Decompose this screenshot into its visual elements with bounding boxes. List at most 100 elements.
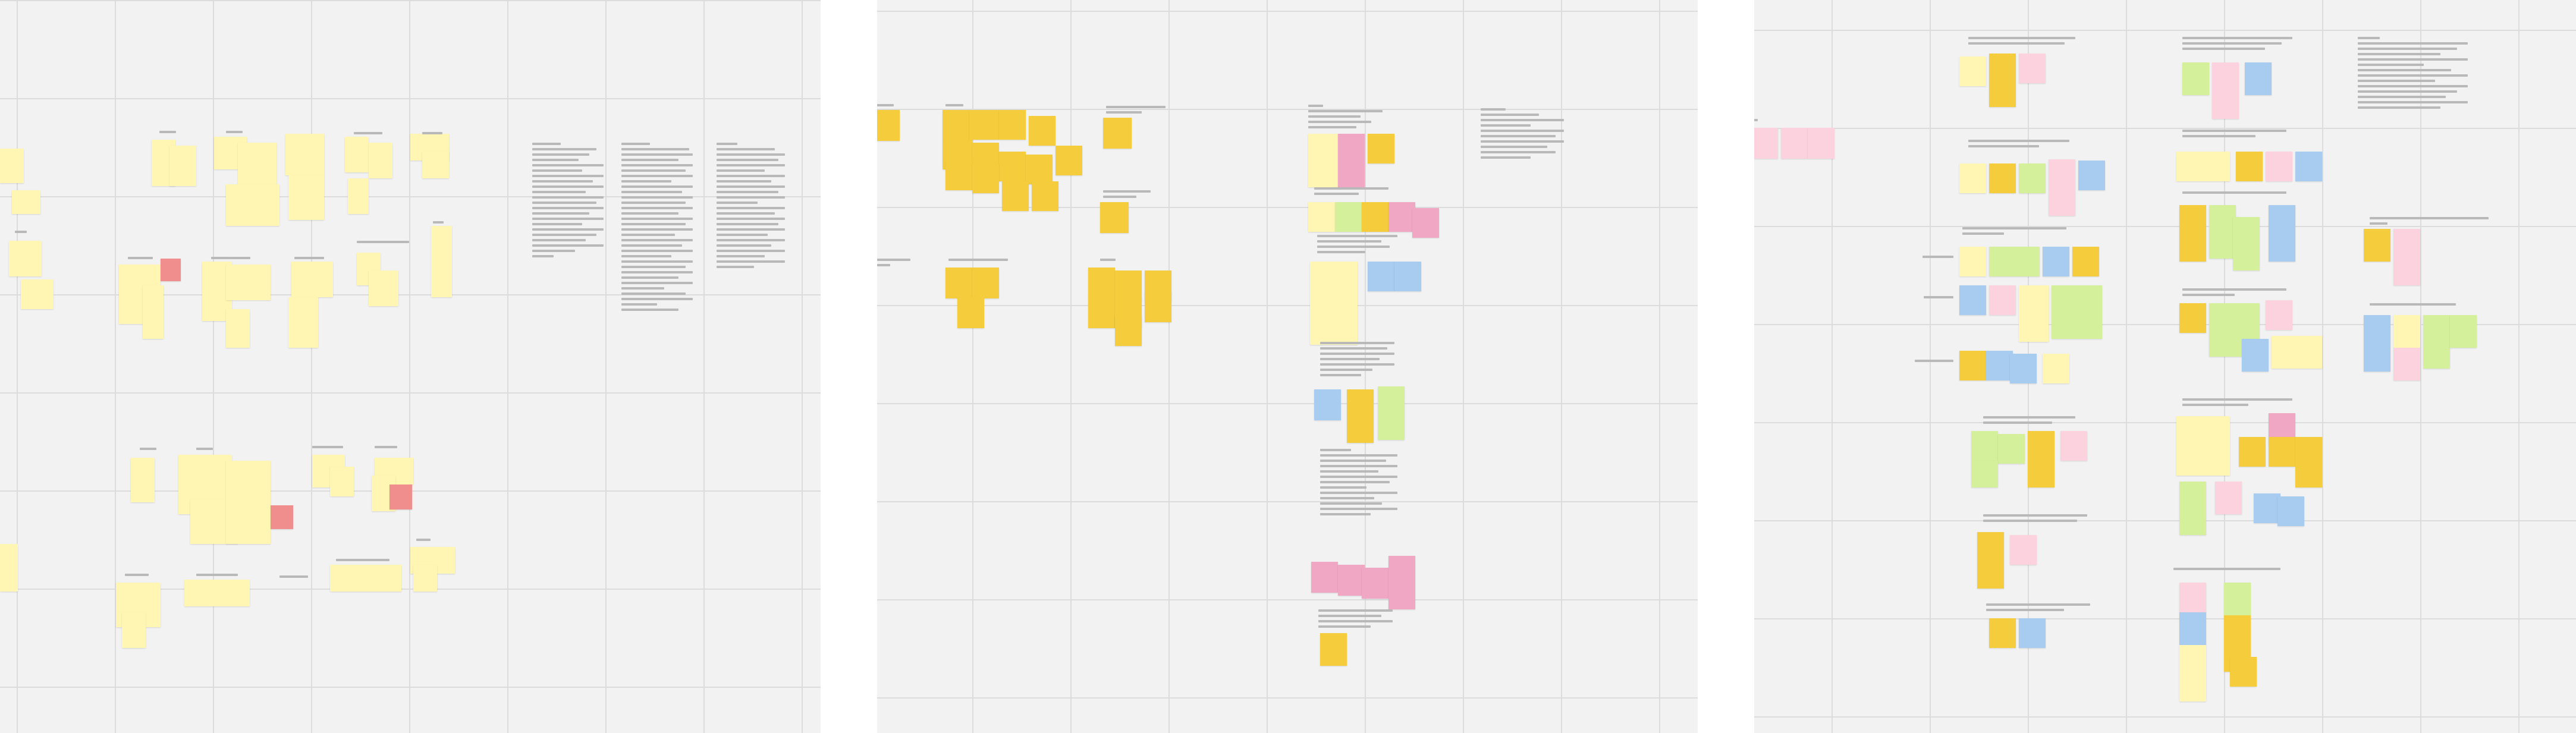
sticky-note[interactable] (1002, 181, 1029, 211)
sticky-note[interactable] (2212, 62, 2239, 119)
sticky-note[interactable] (2209, 205, 2236, 259)
sticky-note[interactable] (2179, 612, 2206, 645)
sticky-note[interactable] (1103, 118, 1132, 149)
sticky-note[interactable] (1314, 389, 1341, 420)
sticky-note[interactable] (1989, 618, 2016, 648)
sticky-note[interactable] (2277, 496, 2304, 526)
sticky-note[interactable] (1808, 128, 1834, 159)
sticky-note[interactable] (1977, 532, 2004, 589)
sticky-note[interactable] (999, 152, 1026, 181)
sticky-note[interactable] (1998, 434, 2025, 464)
sticky-note[interactable] (945, 161, 972, 190)
sticky-note[interactable] (1989, 247, 2040, 276)
sticky-note[interactable] (2236, 152, 2263, 181)
sticky-note[interactable] (1088, 297, 1115, 328)
sticky-note[interactable] (369, 270, 398, 306)
sticky-note[interactable] (969, 110, 999, 140)
sticky-note[interactable] (226, 309, 250, 348)
sticky-note[interactable] (1100, 202, 1129, 233)
sticky-note[interactable] (122, 612, 146, 648)
sticky-note[interactable] (1989, 54, 2016, 107)
sticky-note[interactable] (143, 285, 164, 339)
sticky-note[interactable] (2295, 152, 2322, 181)
sticky-note[interactable] (2179, 205, 2206, 262)
sticky-note[interactable] (1310, 262, 1358, 345)
sticky-note[interactable] (2179, 482, 2206, 535)
sticky-note[interactable] (1971, 461, 1998, 487)
sticky-note[interactable] (1959, 163, 1986, 193)
sticky-note[interactable] (161, 259, 181, 281)
sticky-note[interactable] (330, 565, 401, 592)
sticky-note[interactable] (999, 110, 1026, 140)
sticky-note[interactable] (1959, 285, 1986, 315)
sticky-note[interactable] (2224, 583, 2251, 615)
sticky-note[interactable] (2010, 535, 2037, 565)
sticky-note[interactable] (1412, 208, 1439, 238)
sticky-note[interactable] (1032, 181, 1058, 211)
sticky-note[interactable] (2019, 618, 2046, 648)
sticky-note[interactable] (1754, 128, 1778, 159)
sticky-note[interactable] (0, 544, 18, 592)
sticky-note[interactable] (2078, 161, 2105, 190)
sticky-note[interactable] (957, 297, 984, 328)
sticky-note[interactable] (2028, 431, 2054, 487)
sticky-note[interactable] (2176, 416, 2230, 476)
sticky-note[interactable] (2242, 339, 2269, 372)
sticky-note[interactable] (1029, 116, 1055, 146)
sticky-note[interactable] (877, 110, 900, 141)
sticky-note[interactable] (2269, 205, 2295, 262)
sticky-note[interactable] (2010, 354, 2037, 383)
sticky-note[interactable] (1338, 565, 1365, 596)
sticky-note[interactable] (2393, 315, 2420, 348)
sticky-note[interactable] (1362, 568, 1388, 599)
sticky-note[interactable] (2364, 229, 2390, 262)
sticky-note[interactable] (21, 279, 54, 309)
sticky-note[interactable] (345, 137, 369, 172)
sticky-note[interactable] (2393, 229, 2420, 285)
sticky-note[interactable] (2176, 152, 2230, 181)
sticky-note[interactable] (1088, 268, 1115, 298)
sticky-note[interactable] (1781, 128, 1808, 159)
sticky-note[interactable] (2423, 315, 2450, 369)
sticky-note[interactable] (1989, 163, 2016, 193)
sticky-note[interactable] (288, 297, 318, 348)
sticky-note[interactable] (2239, 437, 2266, 467)
sticky-note[interactable] (226, 184, 279, 226)
sticky-note[interactable] (0, 149, 24, 183)
sticky-note[interactable] (226, 265, 271, 300)
sticky-note[interactable] (1145, 291, 1171, 322)
sticky-note[interactable] (1362, 202, 1388, 232)
sticky-note[interactable] (2179, 303, 2206, 333)
sticky-note[interactable] (972, 163, 999, 193)
sticky-note[interactable] (12, 190, 40, 214)
sticky-note[interactable] (2049, 159, 2075, 216)
sticky-note[interactable] (271, 505, 293, 529)
sticky-note[interactable] (1026, 155, 1053, 184)
sticky-note[interactable] (2182, 62, 2209, 95)
sticky-note[interactable] (1959, 247, 1986, 276)
sticky-note[interactable] (422, 152, 449, 178)
sticky-note[interactable] (2043, 247, 2069, 276)
sticky-note[interactable] (1055, 146, 1082, 175)
sticky-note[interactable] (1368, 262, 1394, 291)
sticky-note[interactable] (1388, 202, 1415, 232)
sticky-note[interactable] (288, 175, 324, 220)
whiteboard-canvas-middle[interactable] (877, 0, 1698, 733)
sticky-note[interactable] (1986, 351, 2013, 380)
sticky-note[interactable] (2266, 300, 2292, 330)
sticky-note[interactable] (2364, 315, 2390, 372)
sticky-note[interactable] (1115, 270, 1142, 301)
sticky-note[interactable] (1335, 202, 1362, 232)
sticky-note[interactable] (2052, 285, 2102, 339)
sticky-note[interactable] (2019, 163, 2046, 193)
sticky-note[interactable] (131, 458, 155, 502)
sticky-note[interactable] (1115, 315, 1142, 346)
sticky-note[interactable] (431, 226, 452, 297)
sticky-note[interactable] (1388, 556, 1415, 609)
sticky-note[interactable] (1989, 285, 2016, 315)
sticky-note[interactable] (972, 268, 999, 298)
sticky-note[interactable] (2179, 645, 2206, 701)
sticky-note[interactable] (2450, 315, 2477, 348)
sticky-note[interactable] (1308, 134, 1338, 187)
sticky-note[interactable] (389, 485, 412, 509)
